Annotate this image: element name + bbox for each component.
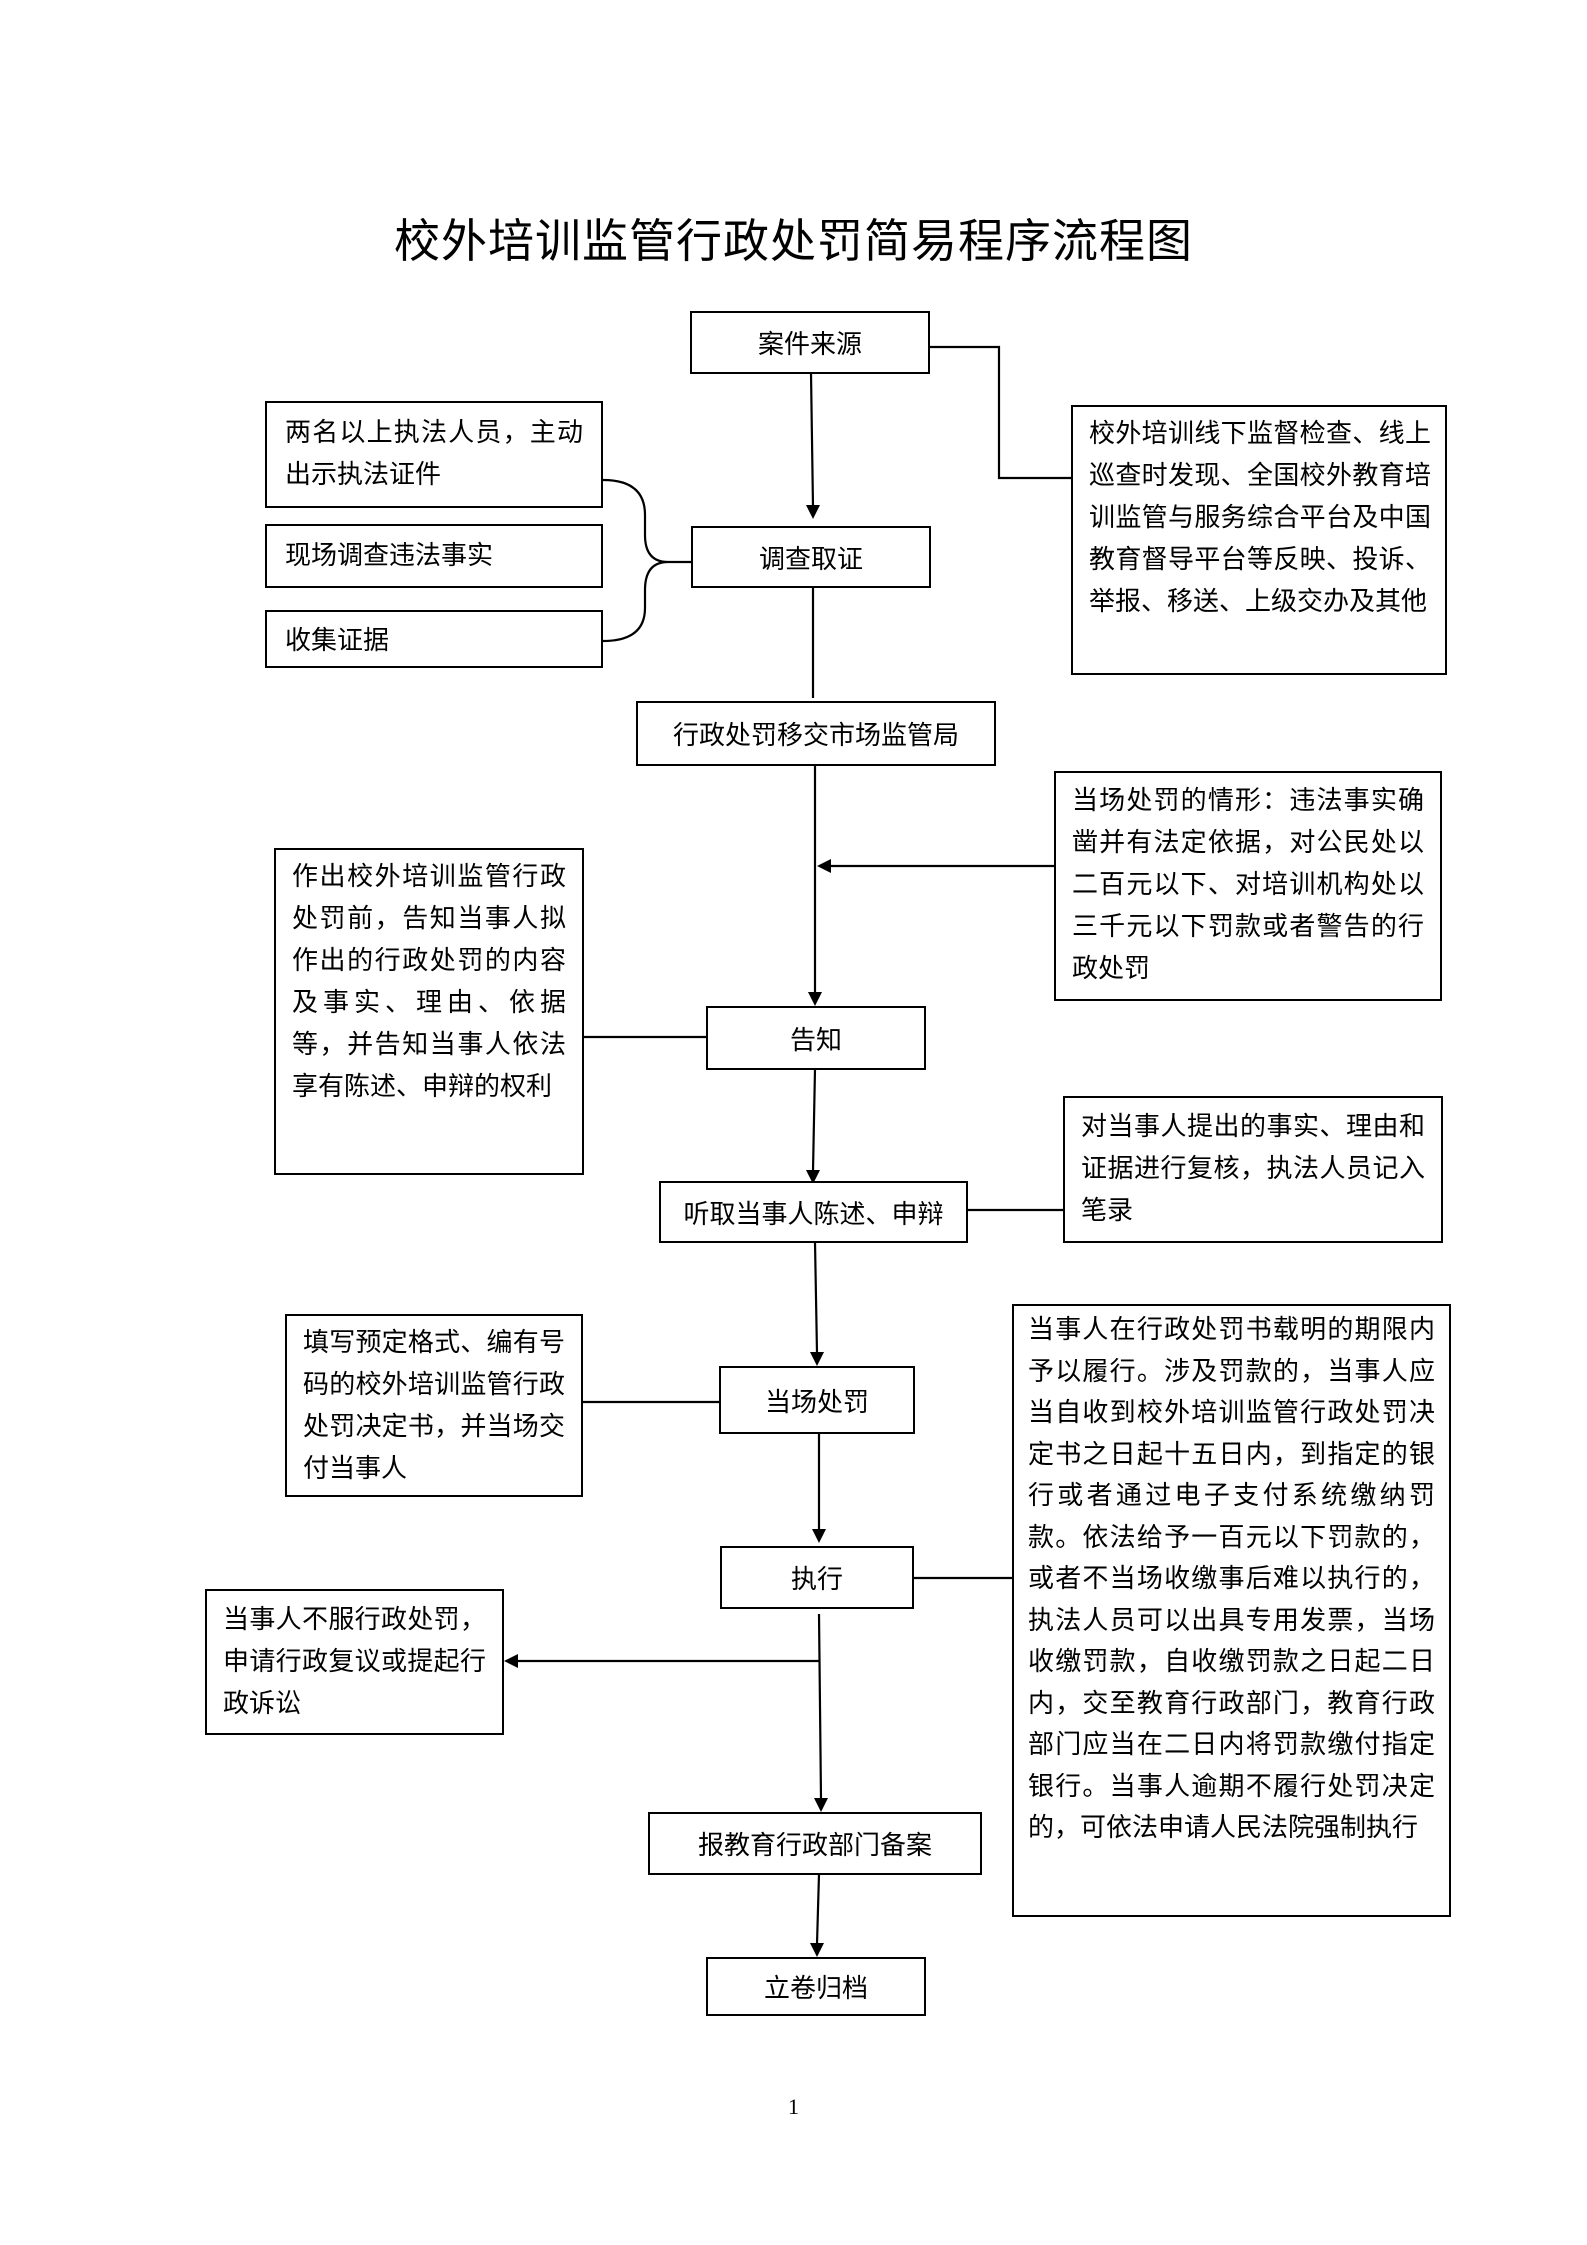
step-on-site-penalty: 当场处罚 — [719, 1366, 915, 1434]
step-report-label: 报教育行政部门备案 — [697, 1831, 932, 1861]
edge-report-to-archive-arrowhead — [810, 1943, 824, 1957]
step-hearing: 听取当事人陈述、申辩 — [659, 1181, 968, 1243]
note-decision-form: 填写预定格式、编有号码的校外培训监管行政处罚决定书，并当场交付当事人 — [285, 1314, 583, 1497]
step-investigate-label: 调查取证 — [758, 544, 863, 575]
edge-transfer-to-notify-arrowhead — [808, 992, 822, 1006]
step-case-source-label: 案件来源 — [757, 330, 862, 360]
edge-conditions-to-flow-arrowhead — [817, 859, 831, 873]
note-collect-evidence: 收集证据 — [265, 610, 603, 668]
edge-execute-to-appeal-arrowhead — [504, 1654, 518, 1668]
step-on-site-penalty-label: 当场处罚 — [764, 1387, 869, 1418]
step-case-source: 案件来源 — [690, 311, 930, 374]
edge-report-to-archive — [815, 1873, 821, 1945]
bracket-investigation-items — [602, 478, 669, 643]
edge-execute-to-report-arrowhead — [814, 1798, 828, 1812]
step-execute: 执行 — [720, 1546, 914, 1609]
step-archive: 立卷归档 — [706, 1957, 926, 2016]
edge-hearing-to-penalty — [813, 1241, 819, 1354]
note-site-inspection: 现场调查违法事实 — [265, 524, 603, 588]
note-sources: 校外培训线下监督检查、线上巡查时发现、全国校外教育培训监管与服务综合平台及中国教… — [1071, 405, 1447, 675]
step-notify-label: 告知 — [789, 1025, 842, 1056]
edge-notify-to-hearing — [811, 1068, 817, 1172]
note-performance: 当事人在行政处罚书载明的期限内予以履行。涉及罚款的，当事人应当自收到校外培训监管… — [1012, 1304, 1451, 1917]
step-execute-label: 执行 — [790, 1565, 843, 1595]
step-notify: 告知 — [706, 1006, 926, 1070]
page-number: 1 — [788, 2094, 799, 2119]
note-review: 对当事人提出的事实、理由和证据进行复核，执法人员记入笔录 — [1063, 1096, 1443, 1243]
edge-source-to-sources-note — [930, 345, 1071, 480]
step-report: 报教育行政部门备案 — [648, 1812, 982, 1875]
edge-penalty-to-execute-arrowhead — [812, 1529, 826, 1543]
step-investigate: 调查取证 — [691, 526, 931, 588]
note-officers: 两名以上执法人员，主动出示执法证件 — [265, 401, 603, 508]
edge-source-to-investigate — [809, 372, 815, 508]
step-transfer: 行政处罚移交市场监管局 — [636, 701, 996, 766]
edge-source-to-investigate-arrowhead — [806, 505, 820, 519]
edge-hearing-to-penalty-arrowhead — [810, 1352, 824, 1366]
note-notify-content: 作出校外培训监管行政处罚前，告知当事人拟作出的行政处罚的内容及事实、理由、依据等… — [274, 848, 584, 1175]
step-hearing-label: 听取当事人陈述、申辩 — [683, 1199, 944, 1230]
step-transfer-label: 行政处罚移交市场监管局 — [672, 721, 959, 751]
page-title: 校外培训监管行政处罚简易程序流程图 — [394, 214, 1193, 268]
note-appeal: 当事人不服行政处罚，申请行政复议或提起行政诉讼 — [205, 1589, 504, 1735]
edge-execute-to-report — [817, 1613, 823, 1800]
step-archive-label: 立卷归档 — [763, 1974, 868, 2004]
edge-notify-to-hearing-arrowhead — [806, 1170, 820, 1184]
note-on-site-conditions: 当场处罚的情形：违法事实确凿并有法定依据，对公民处以二百元以下、对培训机构处以三… — [1054, 771, 1442, 1001]
